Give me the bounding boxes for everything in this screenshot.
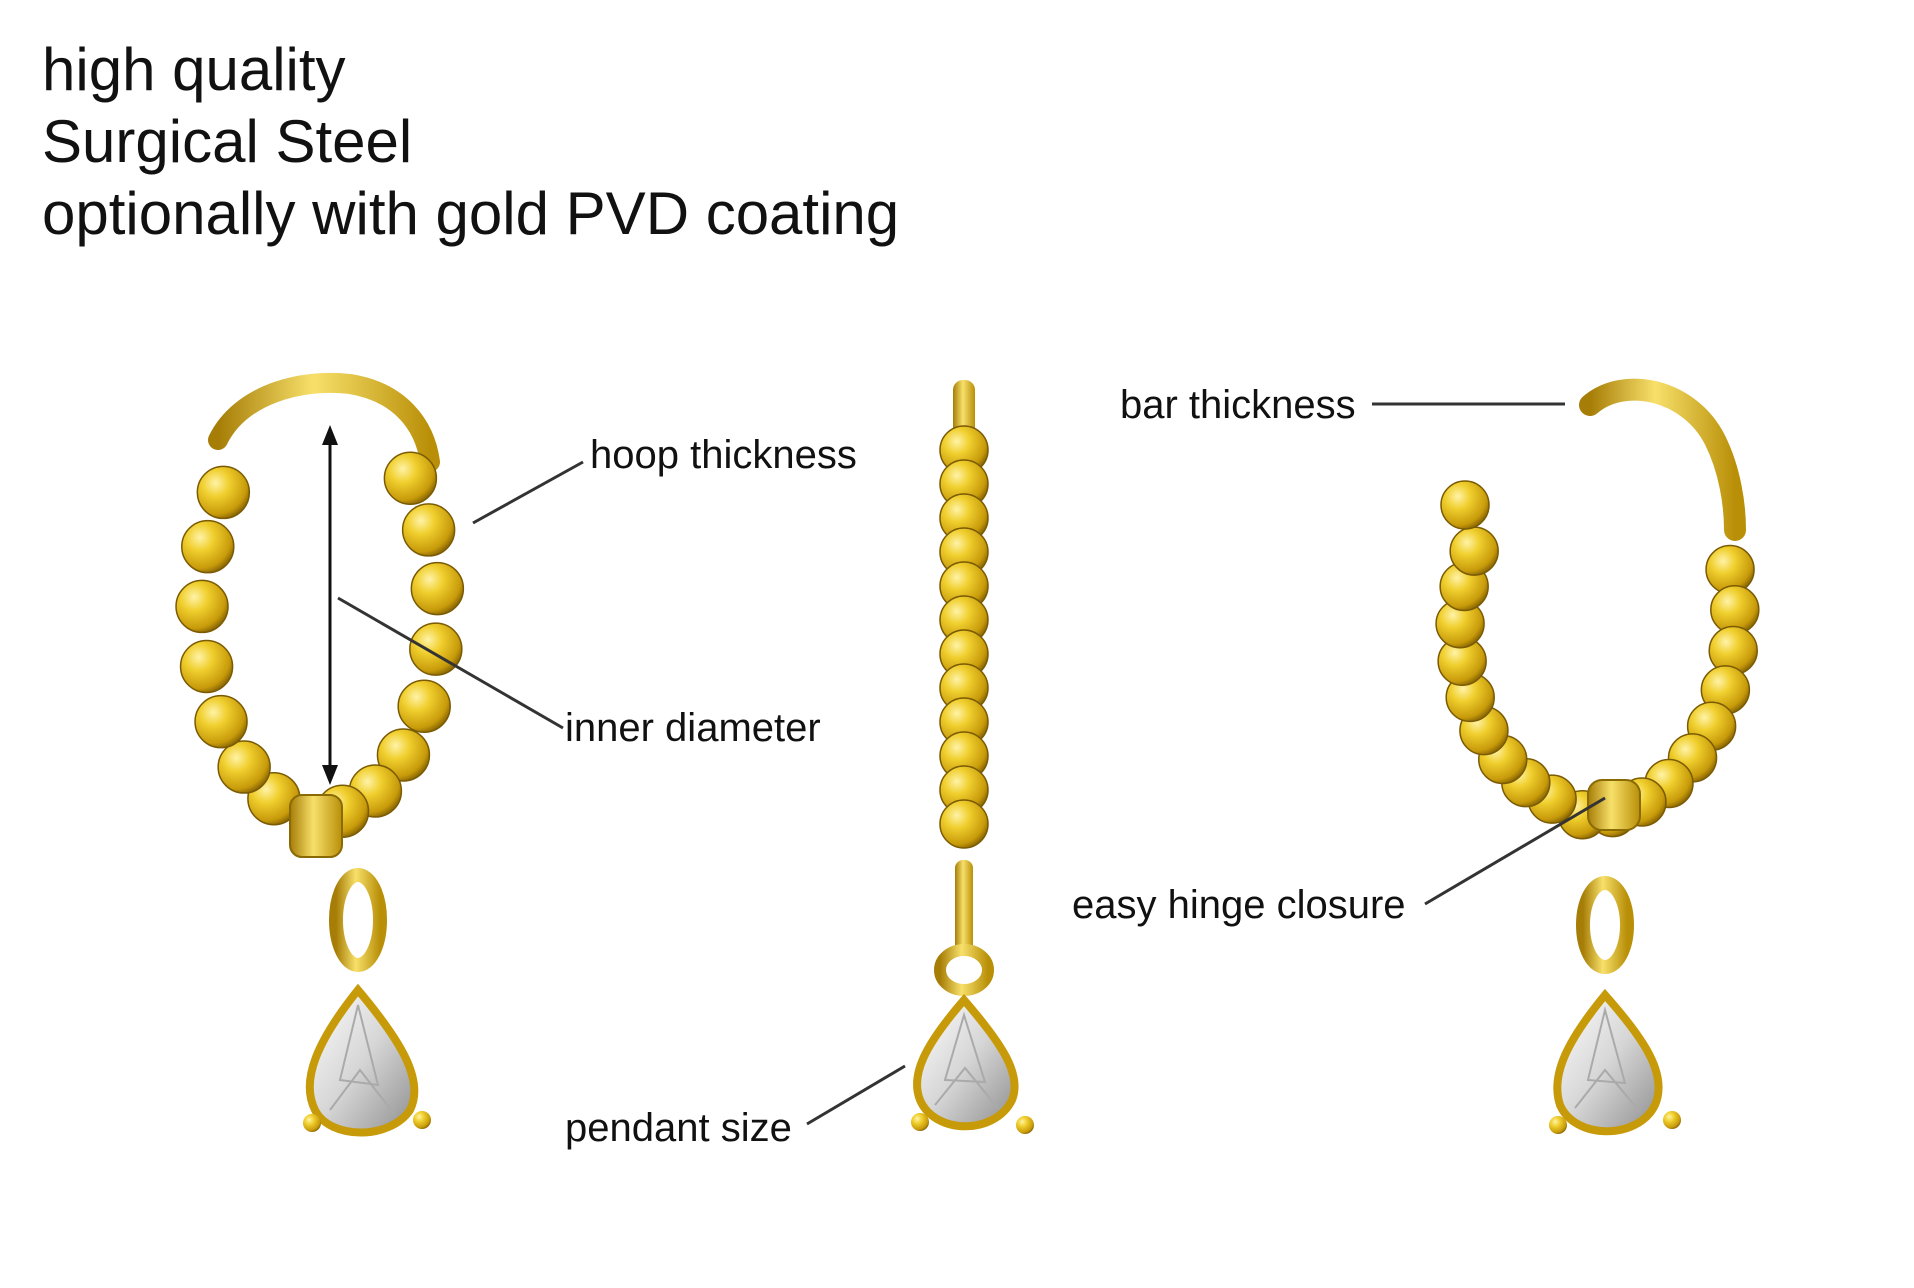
- bead: [410, 561, 465, 616]
- leader-lines: [337, 402, 1606, 1126]
- headline-material: Surgical Steel: [42, 108, 413, 175]
- leader-inner-diameter: [337, 596, 564, 730]
- side-bar-bottom: [955, 860, 973, 955]
- bead: [181, 519, 235, 574]
- label-easy-hinge-closure: easy hinge closure: [1072, 883, 1406, 927]
- bead: [376, 728, 431, 782]
- bead: [217, 740, 271, 794]
- open-pendant-ring: [1576, 876, 1634, 974]
- bead: [179, 639, 234, 694]
- bead: [401, 503, 456, 557]
- earring-front-view: [175, 372, 465, 1137]
- leader-pendant-size: [806, 1064, 906, 1126]
- bead: [1440, 480, 1490, 530]
- bead: [383, 451, 438, 505]
- bead: [409, 622, 463, 676]
- bead: [1449, 526, 1499, 576]
- headline-quality: high quality: [42, 36, 346, 103]
- open-pear-pendant: [1549, 988, 1681, 1136]
- bead: [175, 579, 229, 634]
- inner-diameter-arrow: [322, 425, 338, 785]
- hoop-smooth-top: [208, 372, 440, 472]
- bead: [397, 679, 451, 733]
- label-pendant-size: pendant size: [565, 1106, 792, 1150]
- earring-open-view: [1435, 378, 1760, 1136]
- side-pendant-ring: [934, 944, 994, 996]
- side-bar-top: [953, 380, 975, 440]
- label-bar-thickness: bar thickness: [1120, 383, 1356, 427]
- pear-pendant: [303, 983, 431, 1137]
- hinge-block: [289, 794, 343, 858]
- open-hoop-beads: [1435, 480, 1760, 840]
- earring-side-view: [911, 380, 1034, 1134]
- bead: [194, 694, 248, 749]
- open-hoop-smooth-top: [1579, 378, 1746, 541]
- bead: [196, 465, 251, 520]
- label-hoop-thickness: hoop thickness: [590, 433, 857, 477]
- leader-easy-hinge-closure: [1424, 796, 1606, 906]
- open-hinge-block: [1587, 779, 1641, 831]
- side-pear-pendant: [911, 993, 1034, 1134]
- label-inner-diameter: inner diameter: [565, 706, 821, 750]
- headline-coating: optionally with gold PVD coating: [42, 180, 900, 247]
- bead: [939, 799, 989, 849]
- pendant-ring: [329, 868, 387, 972]
- side-beads: [939, 425, 989, 849]
- leader-hoop-thickness: [472, 460, 584, 525]
